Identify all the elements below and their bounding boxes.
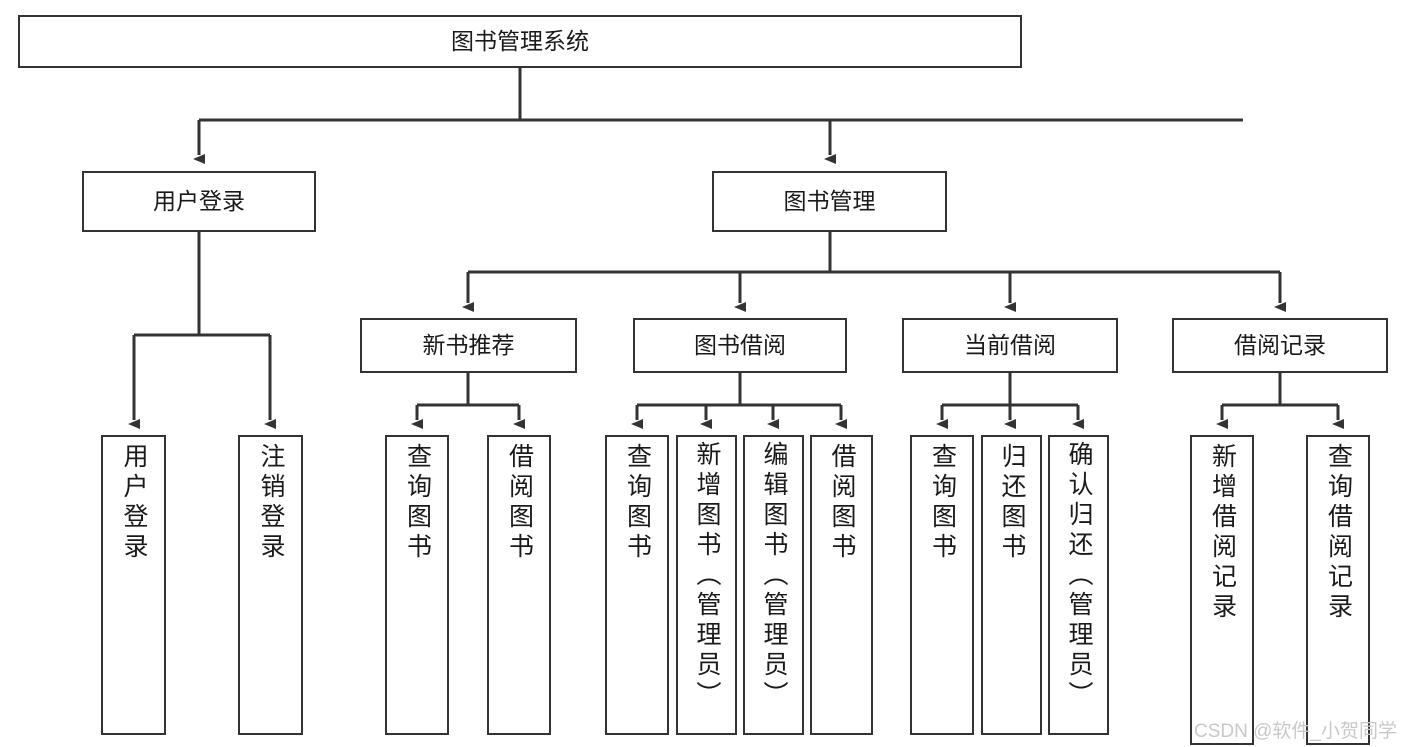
node-label: 借阅图书 bbox=[505, 443, 534, 563]
node-label: 编辑图书（管理员） bbox=[760, 441, 788, 711]
node-label: 借阅记录 bbox=[1234, 331, 1326, 358]
node-label: 当前借阅 bbox=[964, 331, 1056, 358]
node-label: 查询图书 bbox=[403, 443, 432, 563]
leaf-query-borrow-record[interactable]: 查询借阅记录 bbox=[1306, 435, 1370, 745]
node-label: 注销登录 bbox=[257, 443, 285, 563]
leaf-logout[interactable]: 注销登录 bbox=[238, 435, 303, 735]
node-borrow-record[interactable]: 借阅记录 bbox=[1172, 318, 1388, 373]
leaf-query-book-borrow[interactable]: 查询图书 bbox=[605, 435, 669, 735]
node-label: 归还图书 bbox=[998, 443, 1026, 563]
leaf-add-book-admin[interactable]: 新增图书（管理员） bbox=[676, 435, 737, 735]
node-label: 确认归还（管理员） bbox=[1065, 441, 1093, 711]
leaf-edit-book-admin[interactable]: 编辑图书（管理员） bbox=[743, 435, 804, 735]
node-current-borrow[interactable]: 当前借阅 bbox=[902, 318, 1118, 373]
node-label: 借阅图书 bbox=[828, 443, 856, 563]
node-user-login[interactable]: 用户登录 bbox=[82, 171, 316, 232]
leaf-return-book[interactable]: 归还图书 bbox=[981, 435, 1042, 735]
leaf-borrow-book-recommend[interactable]: 借阅图书 bbox=[487, 435, 551, 735]
leaf-add-borrow-record[interactable]: 新增借阅记录 bbox=[1190, 435, 1254, 745]
node-root-system[interactable]: 图书管理系统 bbox=[18, 15, 1022, 68]
node-label: 新书推荐 bbox=[422, 331, 515, 358]
leaf-query-book-current[interactable]: 查询图书 bbox=[910, 435, 974, 735]
node-label: 查询借阅记录 bbox=[1324, 443, 1353, 623]
node-label: 图书借阅 bbox=[694, 331, 786, 358]
node-label: 图书管理 bbox=[783, 187, 876, 214]
leaf-confirm-return-admin[interactable]: 确认归还（管理员） bbox=[1048, 435, 1109, 735]
watermark: CSDN @软件_小贺同学 bbox=[1194, 721, 1397, 742]
node-label: 查询图书 bbox=[928, 443, 957, 563]
node-label: 查询图书 bbox=[623, 443, 652, 563]
leaf-borrow-book[interactable]: 借阅图书 bbox=[810, 435, 873, 735]
node-label: 新增借阅记录 bbox=[1208, 443, 1237, 623]
node-book-management[interactable]: 图书管理 bbox=[712, 171, 947, 232]
node-book-borrow[interactable]: 图书借阅 bbox=[633, 318, 847, 373]
node-label: 新增图书（管理员） bbox=[693, 441, 721, 711]
node-label: 用户登录 bbox=[153, 187, 245, 214]
node-new-book-recommend[interactable]: 新书推荐 bbox=[360, 318, 577, 373]
leaf-query-book-recommend[interactable]: 查询图书 bbox=[385, 435, 449, 735]
leaf-user-login[interactable]: 用户登录 bbox=[101, 435, 166, 735]
node-label: 用户登录 bbox=[120, 443, 148, 563]
node-label: 图书管理系统 bbox=[451, 27, 589, 54]
